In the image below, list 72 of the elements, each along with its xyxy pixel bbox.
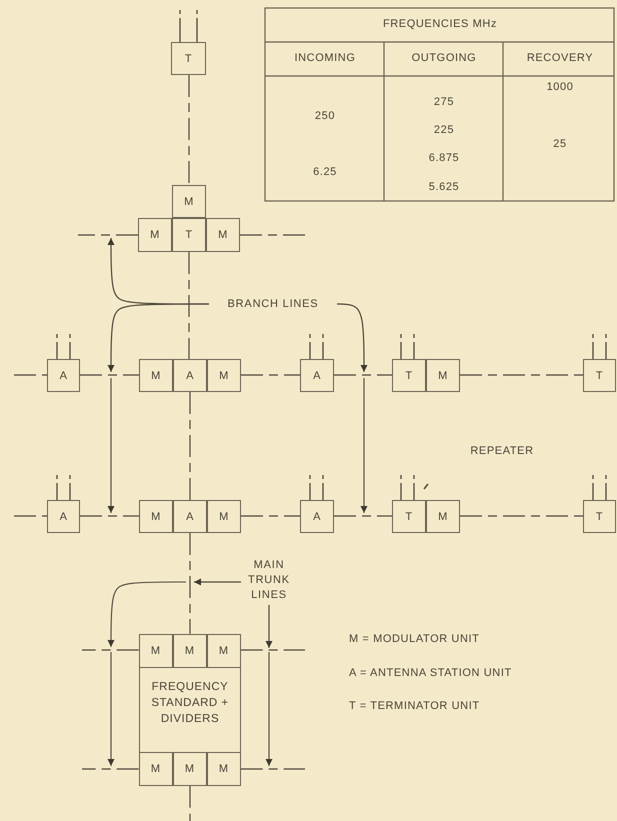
signal-line [188,75,190,185]
block-title: FREQUENCY STANDARD + DIVIDERS [150,680,230,727]
leader-line [337,303,368,372]
unit-box: T [583,500,616,533]
signal-line [80,515,139,517]
unit-box: M [139,500,173,533]
signal-line [82,649,139,651]
unit-box: M [138,752,173,786]
unit-box: T [583,359,616,392]
unit-box: A [300,359,334,392]
frequency-value: 6.875 [428,152,460,164]
unit-box: M [207,359,241,392]
signal-line [334,374,392,376]
leader-line [194,578,241,586]
unit-box: T [392,500,426,533]
unit-box: T [171,42,206,75]
signal-line [189,392,191,500]
column-header: OUTGOING [410,52,478,64]
key-entry: T = TERMINATOR UNIT [349,700,480,712]
unit-box: M [206,752,241,786]
table-title: FREQUENCIES MHz [382,18,498,30]
signal-line [240,234,307,236]
signal-line [189,533,191,634]
leader-line [266,605,272,648]
frequency-value: 250 [314,110,336,122]
signal-line [240,649,305,651]
signal-line [78,234,138,236]
key-entry: A = ANTENNA STATION UNIT [349,667,512,679]
signal-line [460,515,583,517]
column-header: INCOMING [293,52,357,64]
signal-line [80,374,139,376]
callout-text: BRANCH LINES [209,296,337,312]
unit-box: M [206,218,240,252]
unit-box: M [207,500,241,533]
unit-box: M [172,185,206,218]
repeater-label: REPEATER [469,445,535,457]
signal-line [240,768,305,770]
unit-box: M [138,634,173,668]
signal-line [241,374,300,376]
signal-line [334,515,392,517]
unit-box: M [172,752,207,786]
unit-box: M [426,500,460,533]
unit-box: A [173,500,207,533]
signal-line [460,374,583,376]
unit-box: A [47,359,80,392]
signal-line [189,786,191,821]
unit-box: A [173,359,207,392]
frequency-value: 6.25 [312,166,338,178]
unit-box: A [47,500,80,533]
unit-box: M [426,359,460,392]
signal-line [14,374,47,376]
unit-box: A [300,500,334,533]
unit-block [139,634,241,786]
signal-line [82,768,139,770]
frequency-value: 225 [432,124,456,136]
key-entry: M = MODULATOR UNIT [349,633,480,645]
unit-box: M [206,634,241,668]
frequency-value: 25 [552,138,568,150]
unit-box: M [172,634,207,668]
unit-box: T [392,359,426,392]
signal-line [241,515,300,517]
unit-box: M [138,218,172,252]
signal-line [14,515,47,517]
unit-box: T [172,218,206,252]
leader-line [108,303,209,372]
callout-text: MAIN TRUNK LINES [241,555,297,605]
unit-box: M [139,359,173,392]
frequency-value: 275 [432,96,456,108]
signal-line [188,252,190,359]
frequency-value: 5.625 [428,181,460,193]
frequency-value: 1000 [546,81,574,93]
column-header: RECOVERY [526,52,594,64]
